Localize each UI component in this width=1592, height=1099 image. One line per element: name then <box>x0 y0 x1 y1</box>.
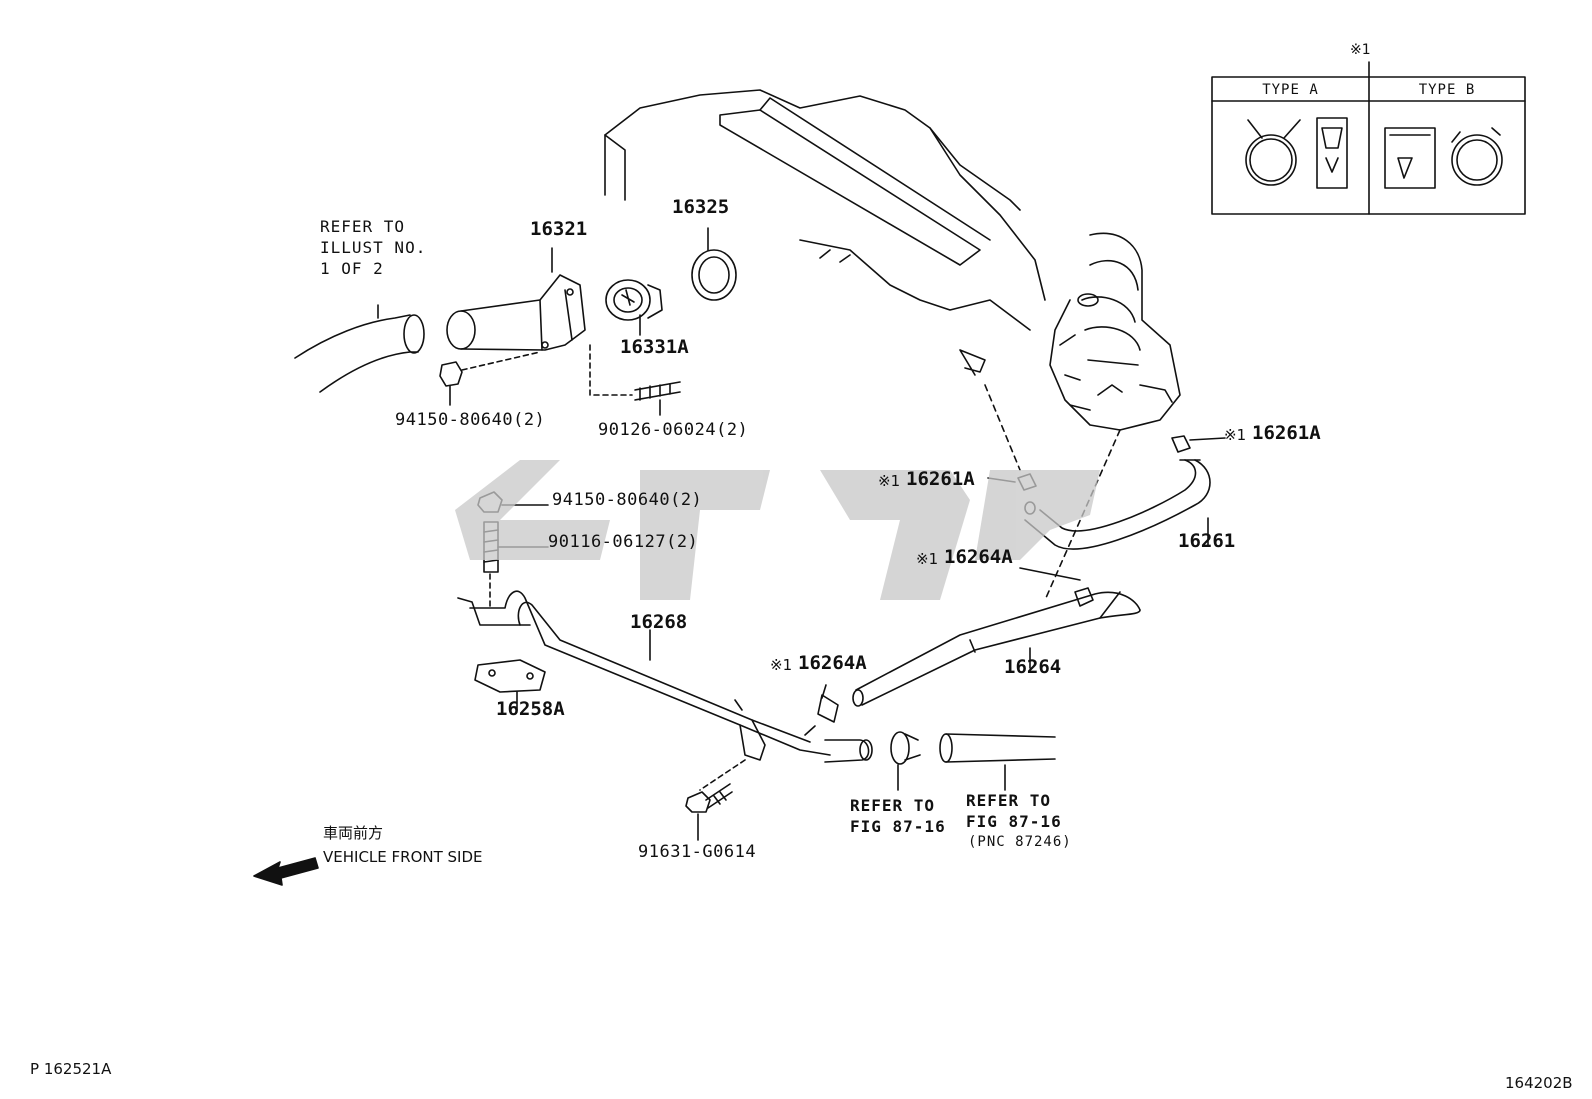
part-16264-label[interactable]: 16264 <box>1004 656 1062 678</box>
clamp-table-mark: ※1 <box>1350 42 1371 58</box>
part-16264A-upper-label[interactable]: 16264A <box>944 546 1013 568</box>
footer-left-code: P 162521A <box>30 1060 112 1078</box>
water-pipe-16268 <box>457 590 873 791</box>
refer-illust-note: REFER TO ILLUST NO. 1 OF 2 <box>320 217 427 278</box>
type-a-header: TYPE A <box>1262 82 1319 98</box>
part-90116-label[interactable]: 90116-06127(2) <box>548 532 699 552</box>
type-b-header: TYPE B <box>1418 82 1476 98</box>
part-16321-label[interactable]: 16321 <box>530 218 588 240</box>
part-90126-label[interactable]: 90126-06024(2) <box>598 420 749 440</box>
water-outlet-16321 <box>446 247 586 351</box>
part-94150-top-label[interactable]: 94150-80640(2) <box>395 410 546 430</box>
clamp-16264A-upper <box>1019 567 1094 607</box>
nut-and-stud-top <box>439 344 681 416</box>
footer-right-code: 164202B <box>1505 1074 1573 1092</box>
note-mark: ※1 <box>916 550 939 568</box>
part-16268-label[interactable]: 16268 <box>630 611 688 633</box>
direction-label-jp: 車両前方 <box>323 824 384 842</box>
clamp-band <box>890 731 921 791</box>
note-mark: ※1 <box>878 472 901 490</box>
part-16325-label[interactable]: 16325 <box>672 196 730 218</box>
part-16331A-label[interactable]: 16331A <box>620 336 689 358</box>
watermark <box>455 460 1100 600</box>
direction-label-en: VEHICLE FRONT SIDE <box>323 848 483 866</box>
part-16264A-lower-label[interactable]: 16264A <box>798 652 867 674</box>
bolt-91631 <box>685 783 733 841</box>
refer-fig-note-1: REFER TO FIG 87-16 <box>850 796 946 836</box>
clamp-16264A-lower <box>817 684 839 723</box>
part-91631-label[interactable]: 91631-G0614 <box>638 842 757 862</box>
front-direction-arrow <box>253 857 319 886</box>
part-16258A-label[interactable]: 16258A <box>496 698 565 720</box>
refer-fig-note-2: REFER TO FIG 87-16 <box>966 791 1062 831</box>
gasket-16325 <box>691 227 737 301</box>
clamp-type-table <box>1211 61 1526 215</box>
throttle-body <box>1049 232 1181 431</box>
engine-block <box>604 89 1046 376</box>
lower-hose <box>939 733 1056 791</box>
upper-hose <box>294 304 425 393</box>
part-16261-label[interactable]: 16261 <box>1178 530 1236 552</box>
part-16261A-left-label[interactable]: 16261A <box>906 468 975 490</box>
thermostat-16331A <box>605 279 663 336</box>
gasket-16258A <box>474 659 546 711</box>
refer-fig-pnc: (PNC 87246) <box>968 834 1072 850</box>
note-mark: ※1 <box>770 656 793 674</box>
part-94150-mid-label[interactable]: 94150-80640(2) <box>552 490 703 510</box>
note-mark: ※1 <box>1224 426 1247 444</box>
hose-16264 <box>852 591 1141 707</box>
part-16261A-right-label[interactable]: 16261A <box>1252 422 1321 444</box>
